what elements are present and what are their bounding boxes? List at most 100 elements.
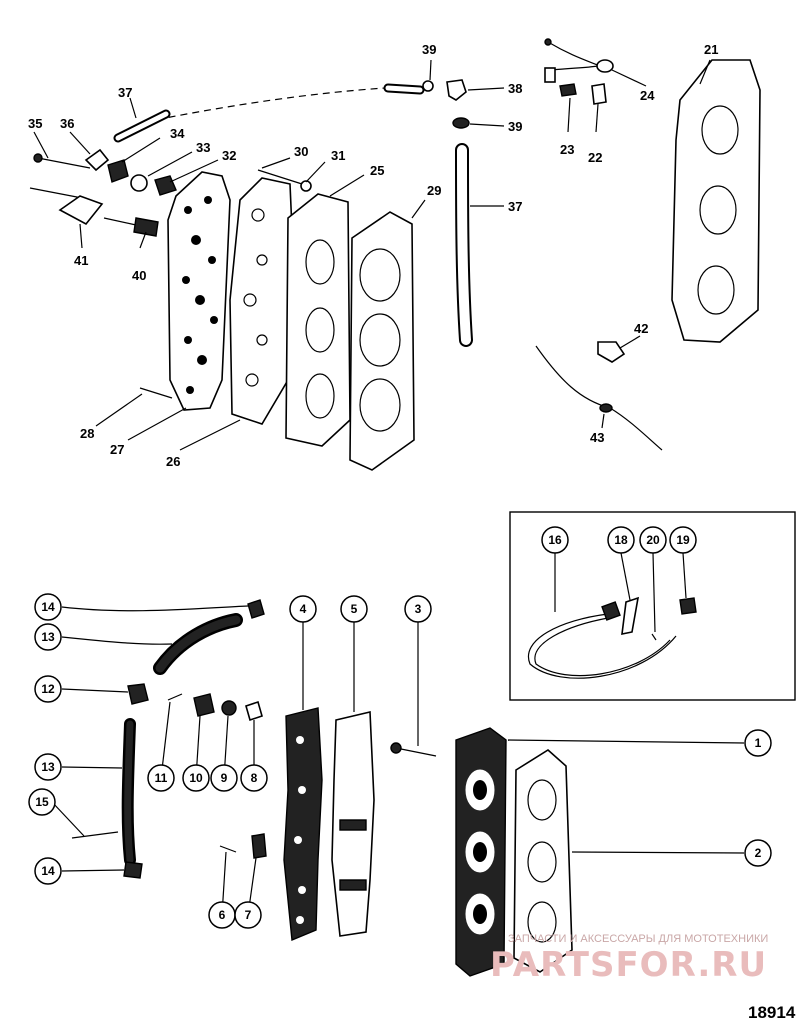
clamp-39-lower <box>452 117 470 129</box>
pin-20 <box>651 633 657 641</box>
callout-23: 23 <box>560 142 574 157</box>
cover-plate-27 <box>167 171 231 411</box>
cylinder-head-25-ports <box>305 239 335 419</box>
callout-26: 26 <box>166 454 180 469</box>
sensor-24 <box>596 59 614 73</box>
callout-8: 8 <box>240 764 268 792</box>
harness-16 <box>527 613 677 679</box>
callout-3: 3 <box>404 595 432 623</box>
callout-42: 42 <box>634 321 648 336</box>
callout-19: 19 <box>669 526 697 554</box>
callout-13-top: 13 <box>34 623 62 651</box>
fitting-38 <box>446 79 467 101</box>
cylinder-head-25 <box>285 193 351 447</box>
callout-1: 1 <box>744 729 772 757</box>
callout-18: 18 <box>607 526 635 554</box>
watermark-tagline: ЗАПЧАСТИ И АКСЕССУАРЫ ДЛЯ МОТОТЕХНИКИ <box>508 933 768 945</box>
fitting-14-bottom <box>123 861 143 879</box>
callout-25: 25 <box>370 163 384 178</box>
figure-number: 18914 <box>748 1003 796 1022</box>
head-gasket-29-bores <box>359 248 401 432</box>
head-gasket-29 <box>349 211 415 471</box>
callout-37-upper: 37 <box>118 85 132 100</box>
callout-4: 4 <box>289 595 317 623</box>
gasket-2-ports <box>527 779 557 943</box>
svg-text:14: 14 <box>41 600 55 614</box>
callout-6: 6 <box>208 901 236 929</box>
svg-text:20: 20 <box>646 533 660 547</box>
callout-7: 7 <box>234 901 262 929</box>
clip-22 <box>591 83 607 105</box>
callout-12: 12 <box>34 675 62 703</box>
callout-28: 28 <box>80 426 94 441</box>
callout-21: 21 <box>704 42 718 57</box>
bottom-leader-lines <box>51 605 745 916</box>
svg-text:3: 3 <box>415 602 422 616</box>
part-8 <box>245 700 263 722</box>
callout-15: 15 <box>28 788 56 816</box>
elbow-36 <box>84 148 110 172</box>
svg-text:7: 7 <box>245 908 252 922</box>
callout-20: 20 <box>639 526 667 554</box>
svg-text:14: 14 <box>41 864 55 878</box>
svg-text:9: 9 <box>221 771 228 785</box>
callout-29: 29 <box>427 183 441 198</box>
callout-40: 40 <box>132 268 146 283</box>
callout-37-right: 37 <box>508 199 522 214</box>
svg-text:19: 19 <box>676 533 690 547</box>
callout-24: 24 <box>640 88 655 103</box>
cylinder-block-21-ports <box>697 105 739 315</box>
callout-32: 32 <box>222 148 236 163</box>
svg-text:4: 4 <box>300 602 307 616</box>
callout-11: 11 <box>147 764 175 792</box>
gasket-26 <box>229 177 293 425</box>
washer-9 <box>221 700 237 716</box>
screw-23 <box>559 83 577 97</box>
bolt-30 <box>257 169 303 185</box>
gasket-4-holes <box>294 736 306 924</box>
hose-route-dashed <box>144 87 386 123</box>
wiring-inset-box <box>509 511 796 701</box>
callout-38: 38 <box>508 81 522 96</box>
callout-36: 36 <box>60 116 74 131</box>
callout-43: 43 <box>590 430 604 445</box>
fitting-12 <box>127 683 149 705</box>
cover-plate-27-holes <box>182 196 218 394</box>
switch-42 <box>597 341 626 363</box>
fitting-7 <box>251 833 267 859</box>
svg-text:15: 15 <box>35 795 49 809</box>
callout-30: 30 <box>294 144 308 159</box>
svg-text:12: 12 <box>41 682 55 696</box>
inset-leader-lines <box>554 552 687 633</box>
watermark-brand: PARTSFOR.RU <box>490 945 767 985</box>
rod-40 <box>103 217 137 226</box>
svg-text:10: 10 <box>189 771 203 785</box>
svg-text:13: 13 <box>41 630 55 644</box>
callout-39-top: 39 <box>422 42 436 57</box>
fitting-32 <box>154 175 177 196</box>
plate-18 <box>621 596 640 636</box>
callout-31: 31 <box>331 148 345 163</box>
bolt-3 <box>395 747 437 757</box>
svg-text:13: 13 <box>41 760 55 774</box>
part-10 <box>193 693 215 717</box>
gasket-4 <box>283 707 323 942</box>
bolt-6 <box>219 845 237 853</box>
svg-text:1: 1 <box>755 736 762 750</box>
callout-13-lower: 13 <box>34 753 62 781</box>
cylinder-block-21 <box>671 59 761 343</box>
screw-11 <box>167 693 183 701</box>
fitting-34 <box>107 159 129 183</box>
rod-41 <box>29 187 83 199</box>
svg-text:2: 2 <box>755 846 762 860</box>
bolt-15 <box>71 831 119 839</box>
plate-5-bands <box>339 819 367 891</box>
callout-27: 27 <box>110 442 124 457</box>
bolt-28 <box>139 387 173 399</box>
callout-14-top: 14 <box>34 593 62 621</box>
svg-text:18: 18 <box>614 533 628 547</box>
svg-text:6: 6 <box>219 908 226 922</box>
fitting-14-top <box>247 599 265 619</box>
callout-33: 33 <box>196 140 210 155</box>
gasket-26-holes <box>243 208 268 387</box>
